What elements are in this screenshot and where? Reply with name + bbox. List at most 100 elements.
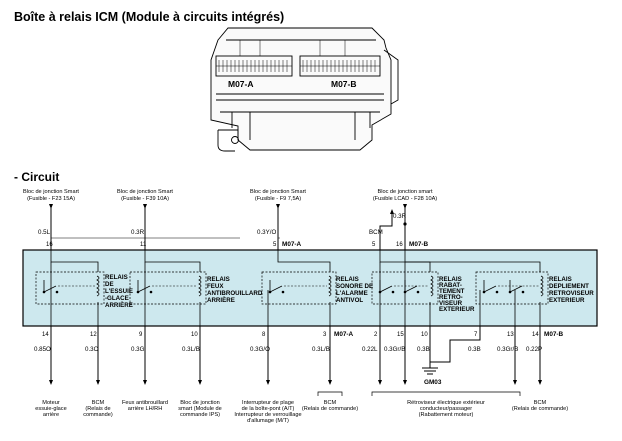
svg-text:essuie-glace: essuie-glace [35,406,66,412]
svg-text:BCM: BCM [324,400,337,406]
svg-text:VISEUR: VISEUR [439,300,463,307]
svg-text:commande IPS): commande IPS) [180,412,220,418]
bcm-label: BCM [369,229,383,236]
wire-code: 0.3Gr/B [497,346,518,353]
circuit-heading: - Circuit [14,170,59,184]
pin-number: 16 [46,242,53,248]
svg-text:BCM: BCM [92,400,105,406]
pin-number: 14 [532,332,539,338]
source-label: (Fusible - F23 15A) [27,196,75,202]
wire-code: 0.3L/B [182,346,200,353]
wire-code: 0.3G [131,346,145,353]
svg-text:Interrupteur de plage: Interrupteur de plage [242,400,294,406]
svg-text:DE: DE [105,281,114,288]
wire-code: 0.3L/B [312,346,330,353]
destination-outside-mirror: Rétroviseur électrique extérieur conduct… [407,400,485,418]
svg-text:d'allumage (M/T): d'allumage (M/T) [247,418,289,424]
destination-wiper-motor: Moteur essuie-glace arrière [35,400,66,418]
bottom-wires [50,326,541,380]
connector-label-m07a: M07-A [228,79,254,89]
relay-label-mirror-unfold: RELAIS DEPLIEMENT RETROVISEUR EXTERIEUR [549,276,594,304]
destination-bcm: BCM (Relais de commande) [83,400,113,418]
svg-text:Rétroviseur électrique extérie: Rétroviseur électrique extérieur [407,400,485,406]
destination-range-switch: Interrupteur de plage de la boîte-pont (… [234,400,301,424]
destination-bcm-control-2: BCM (Relais de commande) [512,400,568,412]
svg-text:RELAIS: RELAIS [549,276,572,283]
pin-number: 15 [397,332,404,338]
source-label: (Fusible LCAD - F28 10A) [373,196,437,202]
svg-text:arrière: arrière [43,412,59,418]
svg-text:L'ALARME: L'ALARME [336,290,368,297]
pin-number: 9 [139,332,143,338]
pin-number: 7 [474,332,478,338]
source-label: Bloc de jonction Smart [117,189,173,195]
relay-mirror-unfold [475,271,549,305]
svg-text:(Relais de commande): (Relais de commande) [302,406,358,412]
wire-code: 0.3Gr/B [384,346,405,353]
bottom-arrows [49,380,542,385]
pin-number: 2 [374,332,378,338]
svg-text:RETRO-: RETRO- [439,294,463,301]
svg-text:(Relais de: (Relais de [85,406,110,412]
wire-code: 0.3R [131,229,145,236]
svg-text:TEMENT: TEMENT [439,288,465,295]
svg-text:(Rabattement moteur): (Rabattement moteur) [419,412,474,418]
wire-code: 0.5L [38,229,51,236]
relay-mirror-fold [371,271,439,305]
ground-label: GM03 [424,379,442,386]
connector-label-m07b: M07-B [331,79,357,89]
wire-code: 0.3G/O [250,346,270,353]
wire-code: 0.85O [34,346,51,353]
relay-rear-fog [129,271,207,305]
pin-number: 13 [507,332,514,338]
connector-housing-illustration [210,27,399,152]
svg-text:ARRIÈRE: ARRIÈRE [207,296,235,304]
pin-number: 11 [140,242,147,248]
wire-code: 0.3Y/O [257,229,276,236]
svg-text:Bloc de jonction: Bloc de jonction [180,400,220,406]
pin-number: 10 [421,332,428,338]
wire-code: 0.3B [468,346,481,353]
source-label: Bloc de jonction Smart [23,189,79,195]
connector-tag: M07-B [544,331,564,338]
svg-text:smart (Module de: smart (Module de [178,406,222,412]
bracket [317,391,343,396]
pin-number: 14 [42,332,49,338]
svg-text:de la boîte-pont (A/T): de la boîte-pont (A/T) [242,406,295,412]
connector-tag: M07-A [282,241,302,248]
svg-text:FEUX: FEUX [207,283,224,290]
svg-text:EXTERIEUR: EXTERIEUR [549,297,585,304]
internal-wiring [50,250,541,326]
source-label: Bloc de jonction smart [377,189,432,195]
svg-text:(Relais de commande): (Relais de commande) [512,406,568,412]
svg-text:Interrupteur de verrouillage: Interrupteur de verrouillage [234,412,301,418]
svg-text:ARRIÈRE: ARRIÈRE [105,301,133,309]
relay-rear-wiper [35,271,105,305]
svg-text:RETROVISEUR: RETROVISEUR [549,290,594,297]
svg-text:Moteur: Moteur [42,400,60,406]
svg-text:RABAT-: RABAT- [439,282,462,289]
relay-label-rear-wiper: RELAIS DE L'ESSUIE -GLACE ARRIÈRE [105,274,133,309]
wire-code: 0.22P [526,346,542,353]
svg-text:BCM: BCM [534,400,547,406]
source-label: Bloc de jonction Smart [250,189,306,195]
svg-text:arrière LH/RH: arrière LH/RH [128,406,163,412]
wire-code: 0.22L [362,346,378,353]
source-label: (Fusible - F9 7,5A) [255,196,301,202]
pin-number: 8 [262,332,266,338]
svg-text:conducteur/passager: conducteur/passager [420,406,472,412]
relay-label-rear-fog: RELAIS FEUX ANTIBROUILLARD ARRIÈRE [207,276,263,304]
svg-text:ANTIVOL: ANTIVOL [336,297,363,304]
svg-text:Feux antibrouillard: Feux antibrouillard [122,400,168,406]
svg-text:DEPLIEMENT: DEPLIEMENT [549,283,589,290]
svg-text:-GLACE: -GLACE [105,295,129,302]
connector-tag: M07-B [409,241,429,248]
pin-number: 12 [90,332,97,338]
relay-antitheft-horn [261,271,337,305]
svg-text:L'ESSUIE: L'ESSUIE [105,288,133,295]
svg-text:commande): commande) [83,412,113,418]
pin-number: 16 [396,242,403,248]
bracket [371,391,521,396]
